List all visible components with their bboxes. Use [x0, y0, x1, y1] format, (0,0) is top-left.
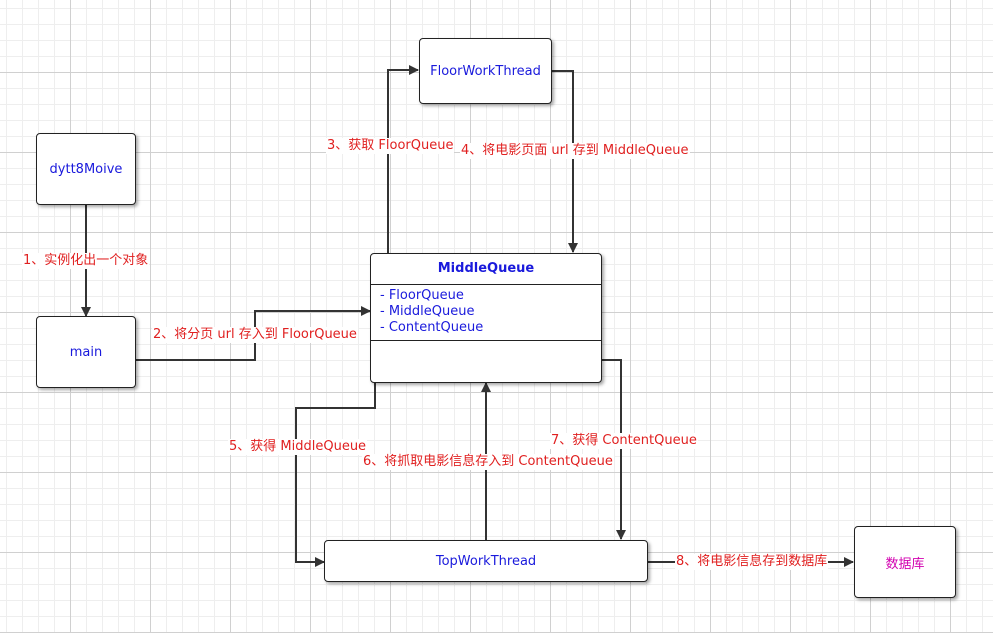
middlequeue-attributes: - FloorQueue - MiddleQueue - ContentQueu…	[371, 285, 601, 341]
topworkthread-node[interactable]: TopWorkThread	[324, 540, 648, 582]
main-label: main	[69, 344, 103, 360]
main-node[interactable]: main	[36, 316, 136, 388]
floorworkthread-node[interactable]: FloorWorkThread	[419, 38, 552, 104]
edge-label-step4: 4、将电影页面 url 存到 MiddleQueue	[460, 143, 690, 159]
middlequeue-class-box[interactable]: MiddleQueue - FloorQueue - MiddleQueue -…	[370, 253, 602, 383]
edge-label-step3: 3、获取 FloorQueue	[326, 138, 455, 154]
edge-label-step5: 5、获得 MiddleQueue	[228, 439, 368, 455]
edge-floorworkthread-to-middlequeue	[552, 70, 578, 253]
middlequeue-title: MiddleQueue	[371, 254, 601, 285]
database-node[interactable]: 数据库	[854, 526, 956, 598]
edge-middlequeue-content-to-topworkthread	[601, 359, 626, 540]
topworkthread-label: TopWorkThread	[435, 553, 537, 569]
edge-label-step1: 1、实例化出一个对象	[22, 253, 150, 269]
edge-label-step8: 8、将电影信息存到数据库	[675, 554, 829, 570]
floorworkthread-label: FloorWorkThread	[430, 63, 541, 79]
dytt8moive-label: dytt8Moive	[49, 161, 123, 177]
edge-middlequeue-to-floorworkthread	[387, 65, 419, 253]
attribute-contentqueue: - ContentQueue	[380, 320, 484, 335]
attribute-floorqueue: - FloorQueue	[380, 288, 464, 303]
dytt8moive-node[interactable]: dytt8Moive	[36, 133, 136, 205]
edge-label-step6: 6、将抓取电影信息存入到 ContentQueue	[362, 454, 614, 470]
attribute-middlequeue: - MiddleQueue	[380, 304, 475, 319]
edge-label-step2: 2、将分页 url 存入到 FloorQueue	[152, 327, 358, 343]
edge-middlequeue-to-topworkthread	[295, 382, 376, 567]
database-label: 数据库	[885, 556, 925, 572]
edge-label-step7: 7、获得 ContentQueue	[550, 433, 698, 449]
